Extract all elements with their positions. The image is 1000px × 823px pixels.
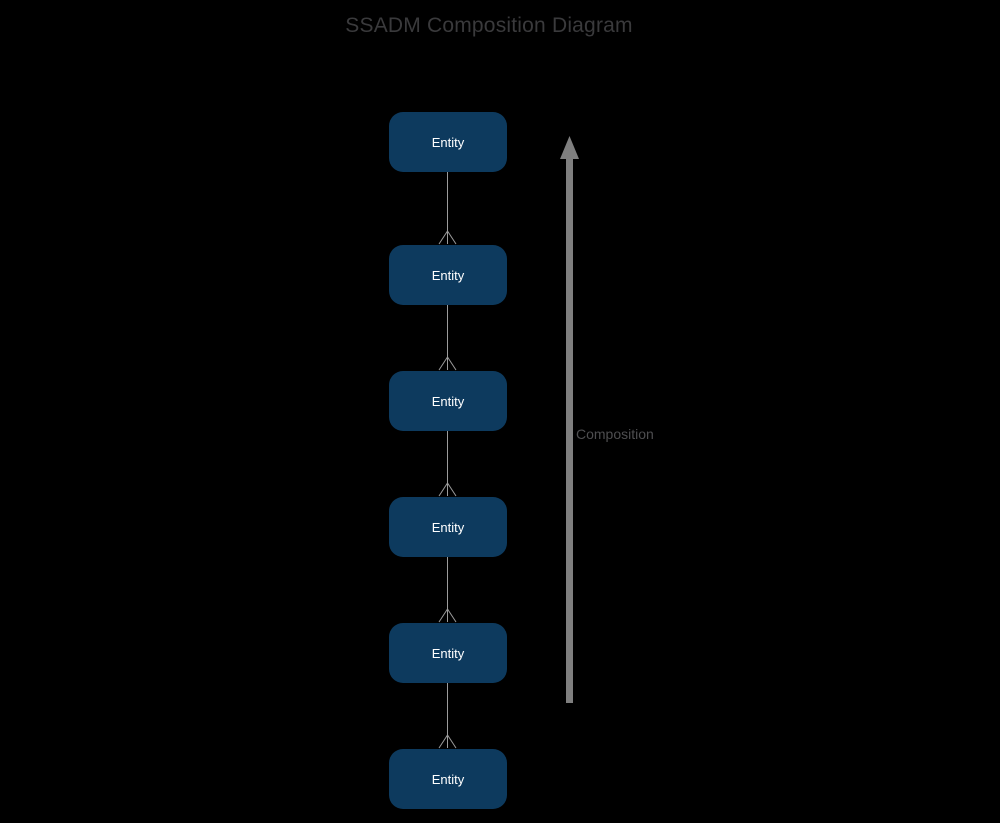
connector-link [438,172,457,245]
connector-link [438,557,457,623]
entity-node-6[interactable]: Entity [389,749,507,809]
entity-label: Entity [431,519,465,535]
entity-node-5[interactable]: Entity [389,623,507,683]
entity-label: Entity [431,645,465,661]
entity-label: Entity [431,134,465,150]
entity-label: Entity [431,267,465,283]
entity-node-1[interactable]: Entity [389,112,507,172]
entity-node-4[interactable]: Entity [389,497,507,557]
connector-link [438,431,457,497]
composition-label: Composition [576,426,654,442]
entity-label: Entity [431,771,465,787]
entity-node-3[interactable]: Entity [389,371,507,431]
diagram-title: SSADM Composition Diagram [345,14,633,37]
entity-node-2[interactable]: Entity [389,245,507,305]
connector-link [438,683,457,749]
composition-arrow [560,136,579,703]
arrow-up-icon [560,136,579,159]
entity-label: Entity [431,393,465,409]
connector-link [438,305,457,371]
